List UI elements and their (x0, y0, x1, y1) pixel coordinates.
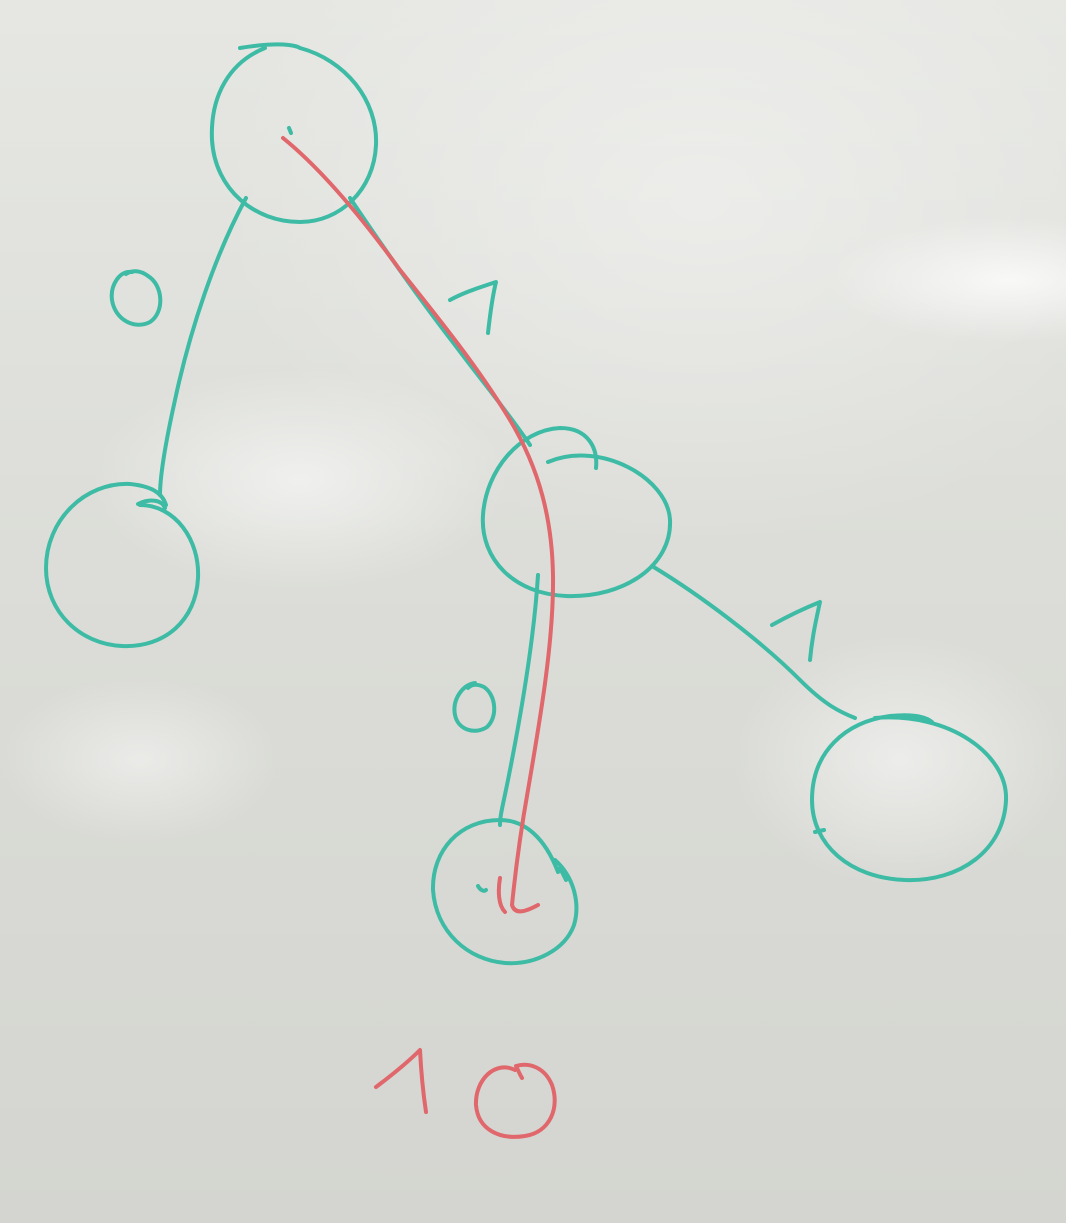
node-root (209, 42, 379, 224)
node-ticks (136, 126, 826, 893)
edge-root-left (158, 196, 248, 497)
edge-label-root-left: 0 (109, 269, 163, 327)
edge-label-middle-bottom: 0 (452, 681, 497, 733)
node-right (810, 713, 1009, 883)
edge-label-root-right: 1 (448, 280, 498, 335)
edge-label-middle-right: 1 (770, 600, 822, 662)
highlighted-path (281, 136, 556, 914)
node-bottom (430, 818, 579, 966)
node-left (44, 481, 201, 649)
svg-text:10: 10 (380, 1099, 382, 1101)
node-middle (480, 426, 673, 599)
result-code: 10 (374, 1048, 557, 1139)
edge-middle-bottom (498, 573, 540, 827)
edge-middle-right (650, 564, 857, 720)
